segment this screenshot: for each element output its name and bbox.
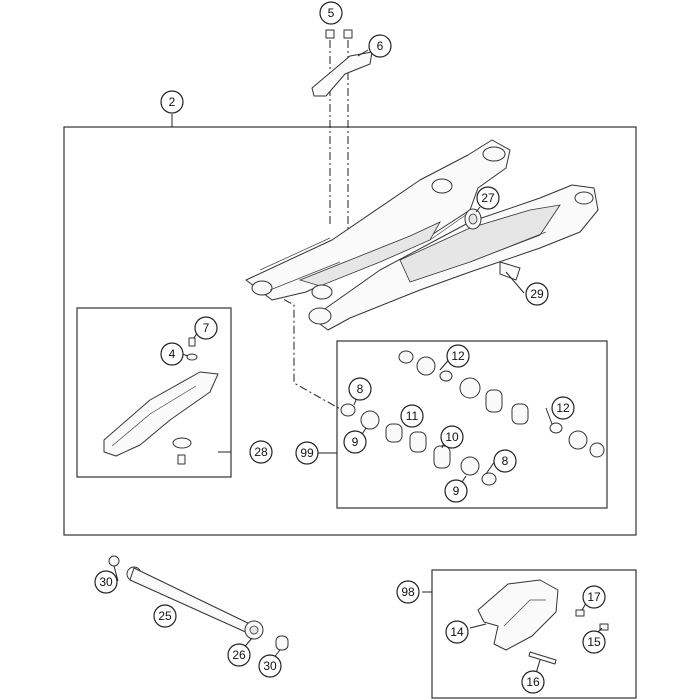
callout-30-right: 30 <box>258 654 282 678</box>
callout-98: 98 <box>396 580 420 604</box>
swingarm-assembly-frame <box>63 126 637 536</box>
callout-9a-label: 9 <box>352 435 359 449</box>
bearing-parts <box>340 350 605 486</box>
spacer-part-30 <box>275 635 289 651</box>
callout-28: 28 <box>249 440 273 464</box>
callout-2: 2 <box>160 90 184 114</box>
callout-27-label: 27 <box>481 191 495 205</box>
callout-9-right: 9 <box>444 479 468 503</box>
callout-29-label: 29 <box>530 287 544 301</box>
bracket-part-6 <box>311 51 373 97</box>
callout-2-label: 2 <box>169 95 176 109</box>
callout-25-label: 25 <box>158 609 172 623</box>
callout-30-left: 30 <box>94 570 118 594</box>
callout-99: 99 <box>295 441 319 465</box>
callout-11: 11 <box>400 404 424 428</box>
callout-16: 16 <box>521 670 545 694</box>
callout-4-label: 4 <box>169 347 176 361</box>
callout-9b-label: 9 <box>453 484 460 498</box>
callout-4: 4 <box>160 342 184 366</box>
callout-15-label: 15 <box>587 635 601 649</box>
callout-5-label: 5 <box>328 6 335 20</box>
callout-30a-label: 30 <box>99 575 113 589</box>
assembly-line-pivot <box>269 291 343 411</box>
callout-27: 27 <box>476 186 500 210</box>
callout-98-label: 98 <box>401 585 415 599</box>
callout-99-label: 99 <box>300 446 314 460</box>
callout-8-right: 8 <box>493 449 517 473</box>
callout-15: 15 <box>582 630 606 654</box>
axle-part-25 <box>108 555 255 635</box>
callout-5: 5 <box>319 1 343 25</box>
callout-26: 26 <box>227 643 251 667</box>
callout-8-left: 8 <box>348 377 372 401</box>
chain-slider-part-28 <box>103 337 219 465</box>
callout-30b-label: 30 <box>263 659 277 673</box>
callout-12-lower: 12 <box>551 396 575 420</box>
nut-part-26 <box>244 620 264 640</box>
callout-12-upper: 12 <box>446 344 470 368</box>
callout-17-label: 17 <box>587 590 601 604</box>
callout-11-label: 11 <box>406 409 419 423</box>
callout-25: 25 <box>153 604 177 628</box>
swingarm-part-2 <box>245 139 599 331</box>
callout-28-label: 28 <box>254 445 268 459</box>
bearing-kit-frame <box>336 340 608 509</box>
plug-part-27 <box>464 208 482 230</box>
chain-guide-part-14 <box>477 579 559 651</box>
callout-8b-label: 8 <box>502 454 509 468</box>
small-parts-15-16-17 <box>528 609 609 665</box>
callout-9-left: 9 <box>343 430 367 454</box>
callout-10: 10 <box>440 425 464 449</box>
chain-guide-kit-frame <box>431 569 637 699</box>
callout-16-label: 16 <box>526 675 540 689</box>
callout-8a-label: 8 <box>357 382 364 396</box>
chain-guide-frame <box>76 307 232 478</box>
callout-26-label: 26 <box>232 648 246 662</box>
callout-17: 17 <box>582 585 606 609</box>
bolt-parts-5 <box>325 29 353 39</box>
callout-6: 6 <box>368 34 392 58</box>
callout-12b-label: 12 <box>556 401 570 415</box>
callout-12a-label: 12 <box>451 349 465 363</box>
callout-6-label: 6 <box>377 39 384 53</box>
callout-10-label: 10 <box>445 430 459 444</box>
callout-7-label: 7 <box>203 321 210 335</box>
callout-7: 7 <box>194 316 218 340</box>
callout-14: 14 <box>445 620 469 644</box>
callout-29: 29 <box>525 282 549 306</box>
callout-14-label: 14 <box>450 625 464 639</box>
